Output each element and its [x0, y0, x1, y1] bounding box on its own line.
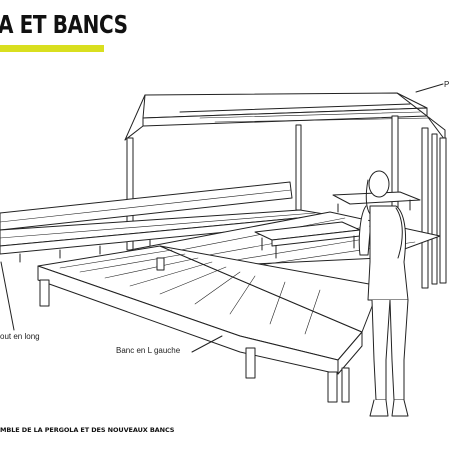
- small-table: [254, 221, 361, 259]
- title-underline: [0, 45, 104, 52]
- leader-line-l-bench: [191, 335, 223, 353]
- person-figure: [358, 170, 409, 417]
- pergola-roof: [124, 92, 446, 141]
- label-l-bench: Banc en L gauche: [116, 346, 181, 355]
- label-long-bench: out en long: [0, 332, 40, 341]
- leader-line-long-bench: [0, 261, 15, 331]
- section-title: A ET BANCS: [0, 10, 128, 39]
- label-pergola-marker: P: [444, 80, 450, 89]
- l-shaped-bench: [37, 245, 381, 403]
- figure-caption: MBLE DE LA PERGOLA ET DES NOUVEAUX BANCS: [0, 426, 175, 434]
- leader-line-pergola: [415, 83, 444, 93]
